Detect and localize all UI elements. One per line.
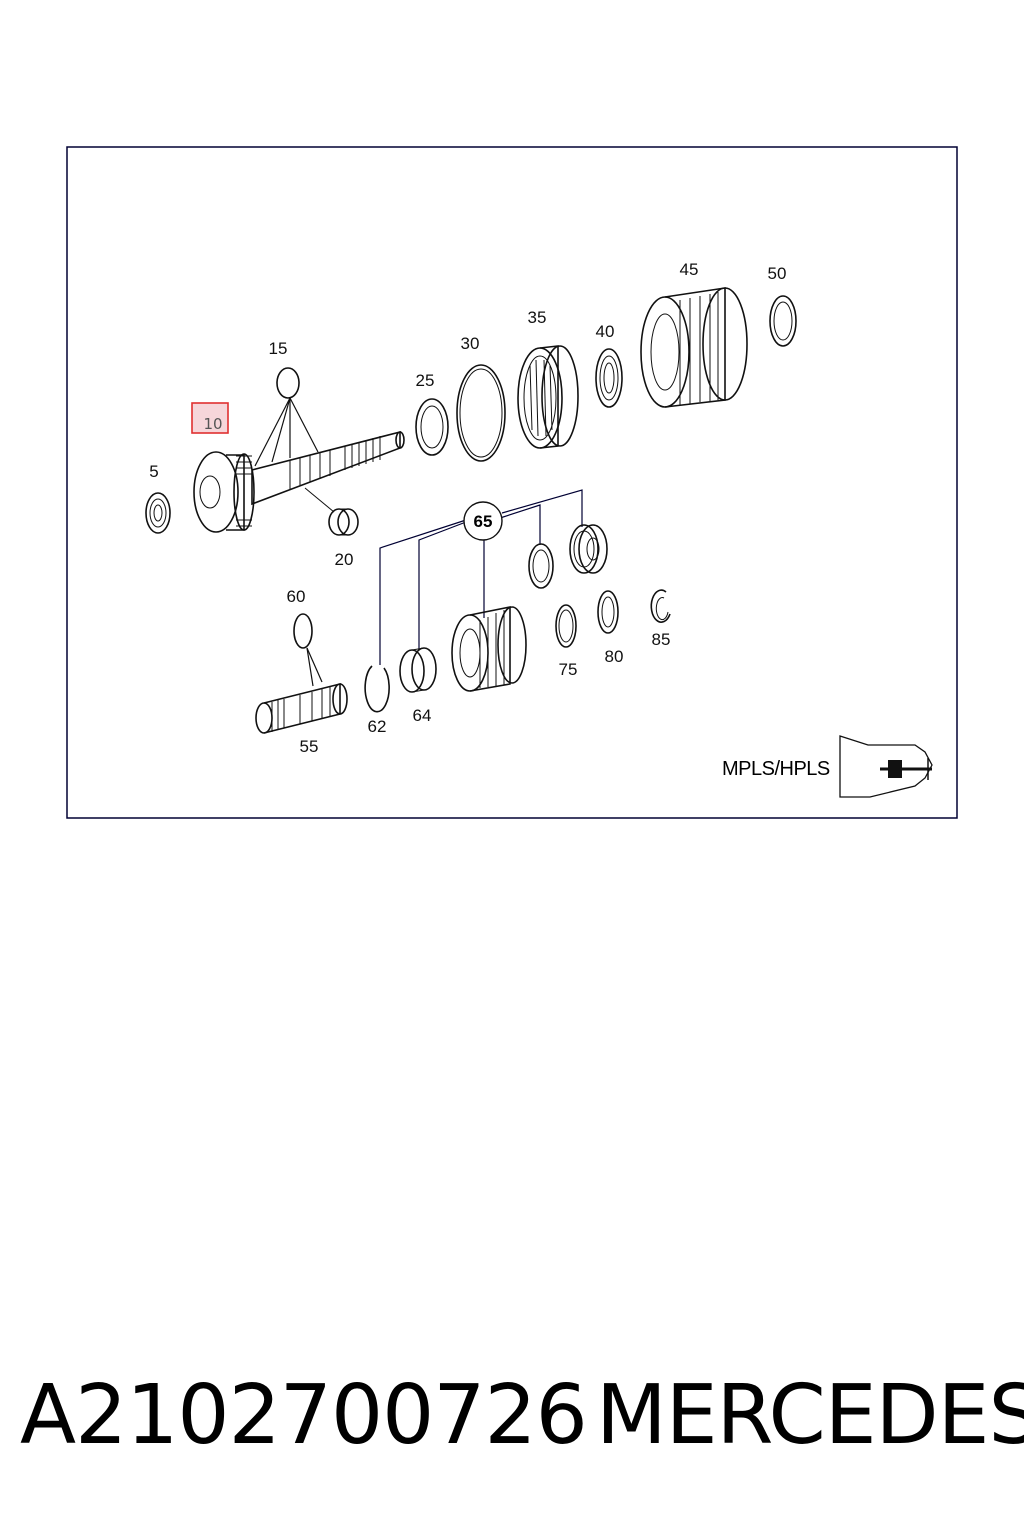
label-10[interactable]: 10 (203, 415, 222, 433)
label-35: 35 (528, 308, 547, 327)
highlight-box-10 (191, 402, 229, 434)
label-15: 15 (269, 339, 288, 358)
label-5: 5 (149, 462, 158, 481)
bubble-65[interactable]: 65 (463, 501, 503, 541)
label-64: 64 (413, 706, 432, 725)
part-50-ring[interactable] (769, 295, 797, 347)
label-20: 20 (335, 550, 354, 569)
label-45: 45 (680, 260, 699, 279)
label-30: 30 (461, 334, 480, 353)
part-30-circlip[interactable] (456, 364, 506, 462)
leader-60 (306, 647, 323, 687)
part-64-roller-bearing[interactable] (399, 647, 437, 693)
label-60: 60 (287, 587, 306, 606)
part-5-bearing[interactable] (145, 492, 171, 534)
part-60-ring[interactable] (293, 613, 313, 649)
label-40: 40 (596, 322, 615, 341)
label-80: 80 (605, 647, 624, 666)
label-25: 25 (416, 371, 435, 390)
part-75-bearing[interactable] (555, 604, 577, 648)
part-62-snap-ring[interactable] (364, 665, 390, 713)
diagram-frame (66, 146, 958, 819)
part-85-circlip[interactable] (650, 589, 671, 623)
label-55: 55 (300, 737, 319, 756)
label-75: 75 (559, 660, 578, 679)
part-15-ring[interactable] (276, 367, 300, 399)
part-55-shaft[interactable] (255, 682, 348, 734)
part-40-thrust-bearing[interactable] (595, 348, 623, 408)
part-number: A2102700726 (20, 1368, 588, 1463)
variant-label: MPLS/HPLS (722, 758, 830, 780)
part-65-gear[interactable] (451, 606, 527, 692)
label-50: 50 (768, 264, 787, 283)
part-20-needle-bearing[interactable] (328, 508, 359, 536)
brand-name: MERCEDES (596, 1368, 1024, 1463)
leader-65 (379, 489, 583, 665)
part-25-washer[interactable] (415, 398, 449, 456)
label-65: 65 (474, 512, 493, 531)
part-45-carrier[interactable] (640, 287, 748, 408)
footer: A2102700726 MERCEDES (0, 1368, 1024, 1478)
part-80-ring[interactable] (597, 590, 619, 634)
label-62: 62 (368, 717, 387, 736)
part-10-input-shaft[interactable] (193, 430, 405, 533)
transmission-icon (839, 735, 933, 798)
leader-20 (304, 487, 335, 513)
label-85: 85 (652, 630, 671, 649)
part-35-ring-gear[interactable] (517, 345, 579, 449)
part-65-ball-bearing[interactable] (569, 524, 608, 574)
part-65-seal[interactable] (528, 543, 554, 589)
leader-15 (254, 397, 319, 467)
